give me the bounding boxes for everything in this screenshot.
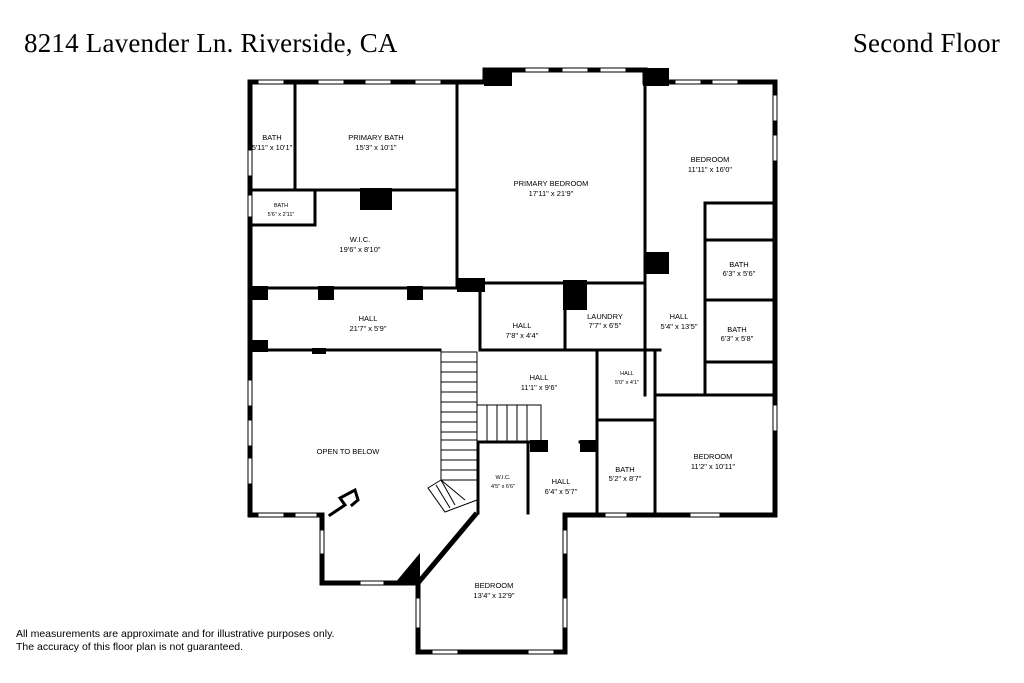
room-name: BATH: [262, 133, 281, 142]
room-name: PRIMARY BATH: [348, 133, 403, 142]
room-dims: 11'11" x 16'0": [688, 165, 733, 174]
room-dims: 5'2" x 8'7": [609, 474, 642, 483]
room-dims: 13'4" x 12'9": [473, 591, 514, 600]
structural-blocks: [250, 68, 669, 583]
room-dims: 19'6" x 8'10": [339, 245, 380, 254]
room-dims: 7'7" x 6'5": [589, 321, 622, 330]
room-name: BEDROOM: [475, 581, 514, 590]
room-dims: 11'1" x 9'6": [521, 383, 558, 392]
floor-label: Second Floor: [852, 28, 1000, 58]
room-name: BATH: [274, 203, 288, 209]
room-name: HALL: [359, 314, 378, 323]
room-dims: 6'3" x 5'6": [723, 269, 756, 278]
disclaimer-line: The accuracy of this floor plan is not g…: [16, 641, 244, 653]
room-dims: 7'8" x 4'4": [506, 331, 539, 340]
room-name: HALL: [530, 373, 549, 382]
room-name: LAUNDRY: [587, 312, 623, 321]
room-dims: 5'4" x 13'5": [661, 322, 698, 331]
room-dims: 4'5" x 6'6": [491, 484, 515, 490]
windows: [247, 67, 778, 655]
room-dims: 6'3" x 5'8": [721, 334, 754, 343]
staircase: [427, 351, 542, 513]
room-dims: 15'3" x 10'1": [355, 143, 396, 152]
room-name: HALL: [670, 312, 689, 321]
interior-walls: [250, 83, 775, 517]
room-name: OPEN TO BELOW: [317, 447, 381, 456]
property-address: 8214 Lavender Ln. Riverside, CA: [24, 28, 398, 58]
room-name: HALL: [552, 477, 571, 486]
room-name: BEDROOM: [694, 452, 733, 461]
room-dims: 6'4" x 5'7": [545, 487, 578, 496]
room-name: PRIMARY BEDROOM: [514, 179, 589, 188]
room-dims: 17'11" x 21'9": [529, 189, 574, 198]
room-name: HALL: [620, 371, 634, 377]
room-dims: 5'0" x 4'1": [615, 380, 639, 386]
room-name: HALL: [513, 321, 532, 330]
room-dims: 11'2" x 10'11": [691, 462, 736, 471]
room-dims: 5'6" x 2'11": [268, 212, 295, 218]
room-dims: 21'7" x 5'9": [350, 324, 387, 333]
room-labels: BATH 5'11" x 10'1" PRIMARY BATH 15'3" x …: [252, 133, 756, 600]
room-name: BATH: [615, 465, 634, 474]
room-name: W.I.C.: [350, 235, 370, 244]
room-name: W.I.C.: [496, 475, 511, 481]
room-name: BEDROOM: [691, 155, 730, 164]
room-name: BATH: [727, 325, 746, 334]
disclaimer-line: All measurements are approximate and for…: [16, 628, 335, 640]
room-name: BATH: [729, 260, 748, 269]
room-dims: 5'11" x 10'1": [252, 143, 293, 152]
